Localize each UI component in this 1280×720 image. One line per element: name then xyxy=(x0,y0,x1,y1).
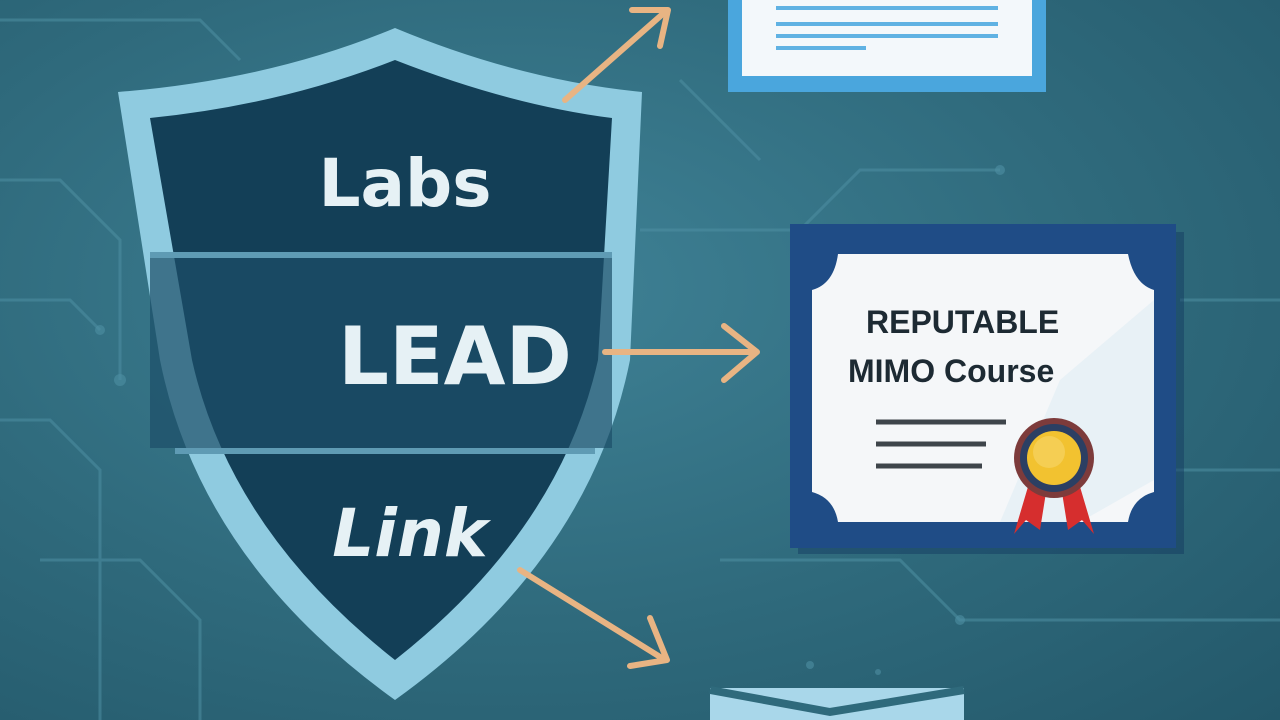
circuit-lines xyxy=(0,18,1280,720)
arrow-to-bottom-item xyxy=(517,567,670,669)
shield-label-labs: Labs xyxy=(318,145,492,222)
shield-divider-2 xyxy=(175,448,595,454)
certificate-title: REPUTABLE MIMO Course xyxy=(840,306,1100,387)
shield-middle-band xyxy=(150,258,612,448)
document-card xyxy=(728,0,1046,92)
arrow-to-document xyxy=(562,7,671,103)
shield-divider-1 xyxy=(150,252,612,258)
award-ribbon-icon xyxy=(1014,418,1094,534)
certificate xyxy=(790,224,1184,554)
arrow-to-certificate xyxy=(602,323,760,383)
certificate-title-line-2: MIMO Course xyxy=(848,353,1055,389)
certificate-text-lines xyxy=(876,419,1006,469)
shield-label-link: Link xyxy=(332,495,488,572)
envelope-card xyxy=(709,686,965,720)
shield-label-lead: LEAD xyxy=(338,310,572,403)
circuit-nodes xyxy=(95,165,1005,675)
certificate-title-line-1: REPUTABLE xyxy=(866,304,1060,340)
shield xyxy=(118,28,642,700)
